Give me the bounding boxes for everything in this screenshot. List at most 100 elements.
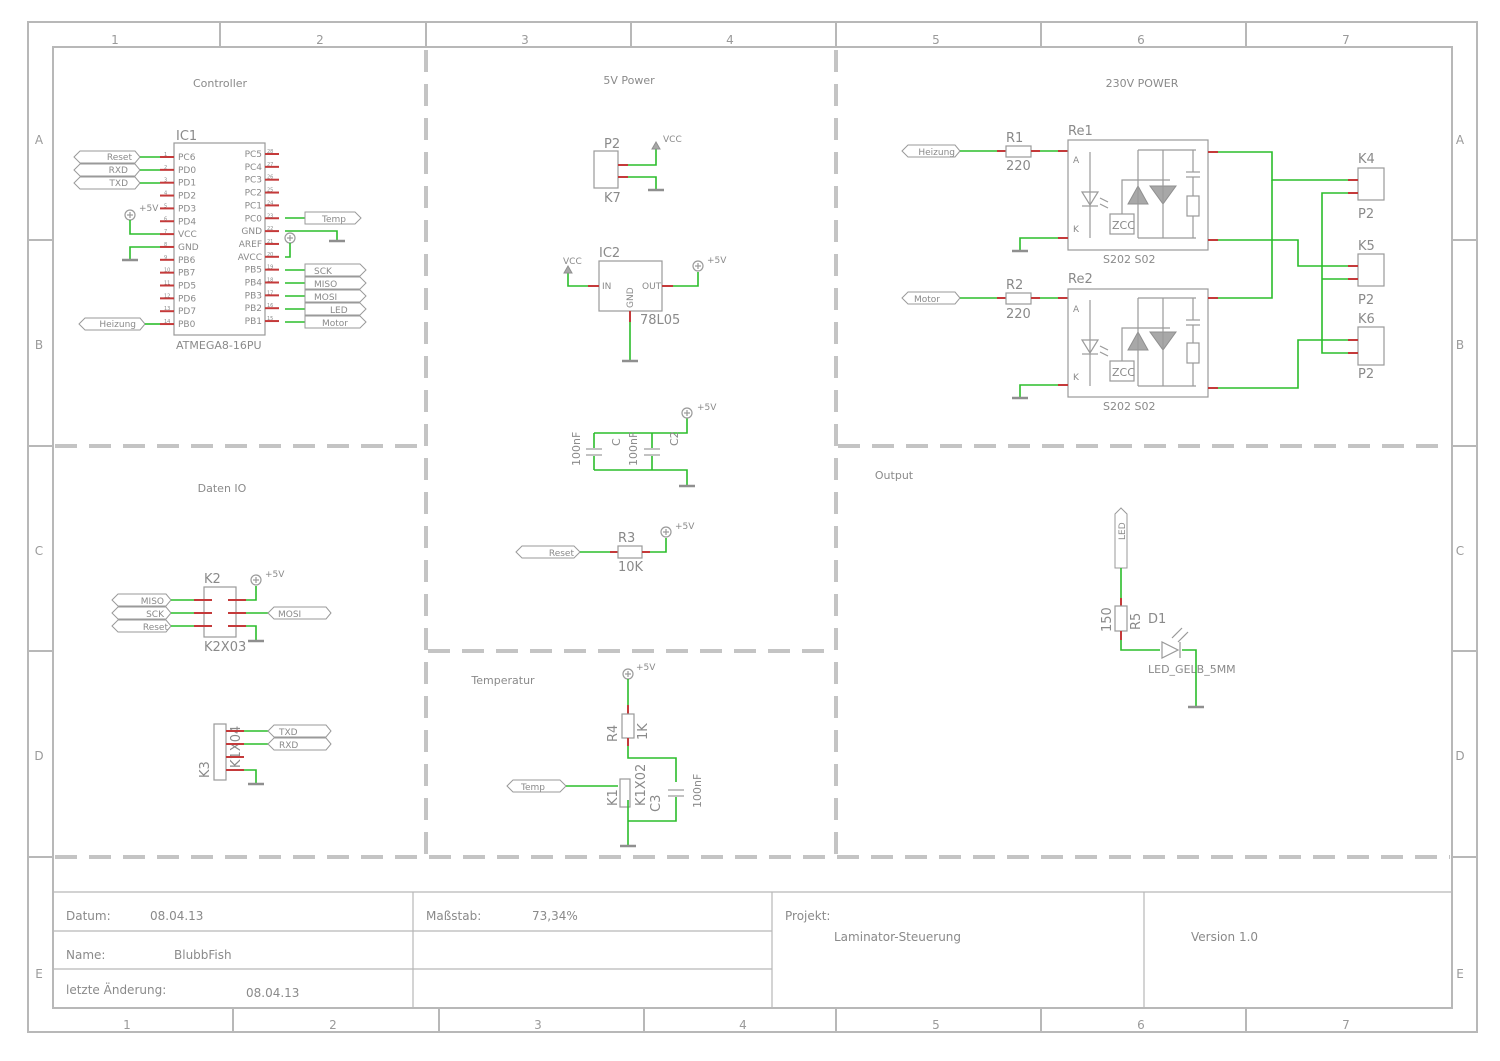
capacitors-c-c2[interactable]: +5V 100nF C 100nF C2 xyxy=(570,403,717,488)
r5-name: R5 xyxy=(1129,613,1144,630)
net-label-rxd-k3: RXD xyxy=(279,741,298,751)
ic1-pin-number: 24 xyxy=(267,200,273,206)
relay-channel-2[interactable]: Motor R2 220 Re2 S202 S02 A K ZCC xyxy=(901,180,1348,413)
ic1-pin-label: PB5 xyxy=(245,266,262,276)
net-label-txd-k3: TXD xyxy=(278,728,298,738)
net-label-mosi-k2: MOSI xyxy=(278,610,301,620)
net-label-txd: TXD xyxy=(108,179,128,189)
connector-p2-k7[interactable]: P2 K7 VCC xyxy=(593,135,682,206)
net-label-reset: Reset xyxy=(107,153,133,163)
c2-name: C2 xyxy=(668,431,681,446)
section-title-daten-io: Daten IO xyxy=(198,482,247,495)
ic1-pin-label: PC0 xyxy=(245,214,263,224)
ic1-pin-label: PD2 xyxy=(178,192,196,202)
net-label-miso-k2: MISO xyxy=(141,597,164,607)
supply-5v-r3: +5V xyxy=(675,522,695,532)
ic1-atmega8[interactable]: IC1 ATMEGA8-16PU PC61PD02PD13PD24PD35PD4… xyxy=(160,129,279,352)
re2-name: Re2 xyxy=(1068,272,1093,287)
resistor-r3-reset[interactable]: Reset +5V R3 10K xyxy=(515,522,695,575)
r3-name: R3 xyxy=(618,531,635,546)
datum-value: 08.04.13 xyxy=(150,909,203,923)
supply-5v-ic1: +5V xyxy=(139,204,159,214)
net-label-reset-r3: Reset xyxy=(549,549,575,559)
ic1-pin-number: 23 xyxy=(267,213,273,219)
ic1-pin-label: PB0 xyxy=(178,320,196,330)
row-e-left: E xyxy=(35,967,43,981)
c2-value: 100nF xyxy=(627,432,640,466)
k5-value: P2 xyxy=(1358,293,1374,308)
regulator-ic2-78l05[interactable]: IC2 78L05 IN OUT GND VCC +5V xyxy=(563,246,727,363)
section-dividers xyxy=(55,50,1450,859)
ic1-pin-label: PB6 xyxy=(178,256,196,266)
ic1-pin-number: 3 xyxy=(164,178,167,184)
col-5-top: 5 xyxy=(932,33,940,47)
d1-name: D1 xyxy=(1148,612,1166,627)
section-title-controller: Controller xyxy=(193,77,248,90)
re1-zcc: ZCC xyxy=(1112,219,1135,232)
ic1-pin-label: PB2 xyxy=(245,304,262,314)
ic1-pin-number: 27 xyxy=(267,162,273,168)
ic1-pin-number: 28 xyxy=(267,149,273,155)
ic1-pin-label: PC4 xyxy=(245,163,263,173)
section-title-output: Output xyxy=(875,469,914,482)
net-label-rxd: RXD xyxy=(109,166,128,176)
ic1-pin-number: 21 xyxy=(267,239,273,245)
ic2-out-pin: OUT xyxy=(642,282,662,292)
drawing-frame xyxy=(27,21,1478,1033)
version-label: Version 1.0 xyxy=(1191,930,1258,944)
net-label-led-ic1: LED xyxy=(330,306,348,316)
status-led-d1[interactable]: LED 150 R5 D1 LED_GELB_5MM xyxy=(1100,507,1236,709)
ic1-pin-label: AVCC xyxy=(238,253,262,263)
ic1-pin-number: 14 xyxy=(164,319,170,325)
ic1-pin-label: PC6 xyxy=(178,153,196,163)
ic1-pin-label: PD6 xyxy=(178,294,196,304)
ic1-pin-number: 16 xyxy=(267,303,273,309)
row-c-left: C xyxy=(35,544,43,558)
ic1-pin-label: GND xyxy=(178,243,199,253)
c-name: C xyxy=(610,438,623,446)
ic1-pin-number: 15 xyxy=(267,316,273,322)
ic1-pin-label: PC3 xyxy=(245,176,262,186)
net-label-temp-k1: Temp xyxy=(520,783,545,793)
temperature-sensor-k1[interactable]: +5V R4 1K Temp K1 K1X02 C3 100nF xyxy=(506,663,704,848)
re2-anode: A xyxy=(1073,305,1080,315)
ic1-pin-number: 7 xyxy=(164,229,167,235)
net-label-sck-k2: SCK xyxy=(146,610,165,620)
ic1-pin-label: PD5 xyxy=(178,282,196,292)
col-4-bottom: 4 xyxy=(739,1018,747,1032)
isp-header-k2[interactable]: K2 K2X03 MISO SCK Reset +5V MOSI xyxy=(111,570,332,655)
ic1-pin-number: 12 xyxy=(164,293,170,299)
relay-channel-1[interactable]: Heizung R1 220 Re1 S202 S02 A K ZCC xyxy=(901,124,1348,267)
ic1-pin-label: PD3 xyxy=(178,204,196,214)
section-title-230v-power: 230V POWER xyxy=(1106,77,1179,90)
vcc-label-p2: VCC xyxy=(663,135,682,145)
projekt-value: Laminator-Steuerung xyxy=(834,930,961,944)
supply-5v-ic2: +5V xyxy=(707,256,727,266)
p2-name: P2 xyxy=(604,137,620,152)
ic1-pin-number: 10 xyxy=(164,268,170,274)
vcc-label-ic2: VCC xyxy=(563,257,582,267)
row-d-right: D xyxy=(1455,749,1464,763)
c3-name: C3 xyxy=(649,795,664,812)
ic1-pin-number: 25 xyxy=(267,188,273,194)
ic1-pin-label: PC2 xyxy=(245,189,262,199)
ic1-pin-label: PB7 xyxy=(178,269,195,279)
terminal-blocks-k4-k6[interactable]: K4 P2 K5 P2 K6 P2 xyxy=(1321,152,1385,382)
k4-value: P2 xyxy=(1358,207,1374,222)
letzte-aenderung-label: letzte Änderung: xyxy=(66,982,166,997)
row-b-left: B xyxy=(35,338,43,352)
ic1-pin-label: PC5 xyxy=(245,150,262,160)
ic1-pin-number: 19 xyxy=(267,265,273,271)
row-c-right: C xyxy=(1456,544,1464,558)
ic1-pin-number: 17 xyxy=(267,290,273,296)
controller-nets: Reset RXD TXD Heizung +5V Temp SCK MISO … xyxy=(73,150,367,331)
ic1-pin-number: 26 xyxy=(267,175,273,181)
uart-header-k3[interactable]: K3 K1X04 TXD RXD xyxy=(198,723,332,786)
massstab-value: 73,34% xyxy=(532,909,578,923)
k3-name: K3 xyxy=(198,761,213,778)
k7-name: K7 xyxy=(604,191,621,206)
re1-value: S202 S02 xyxy=(1103,253,1155,266)
ic1-pin-number: 6 xyxy=(164,216,167,222)
ic1-pin-label: PD4 xyxy=(178,217,196,227)
